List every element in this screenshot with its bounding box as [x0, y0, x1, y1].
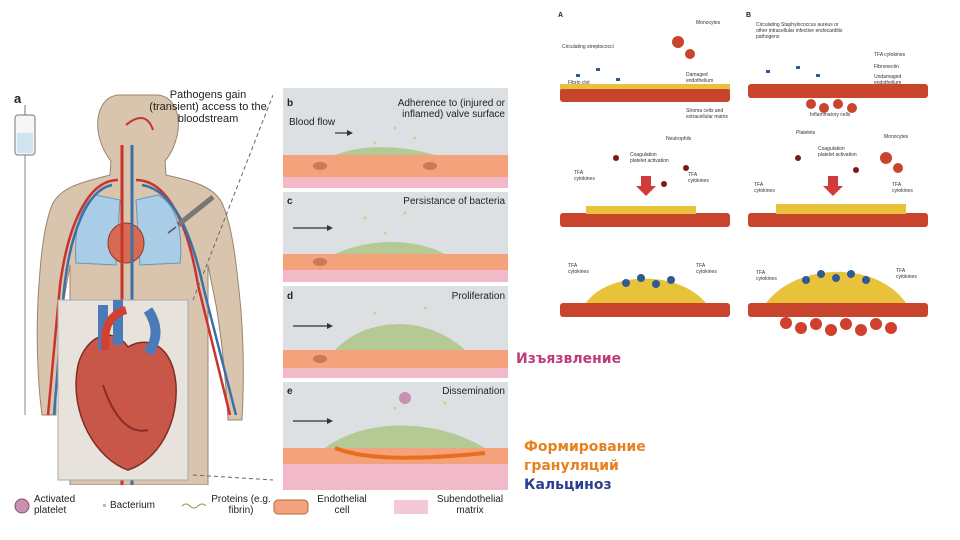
legend: Activated platelet Bacterium Proteins (e…: [12, 492, 512, 526]
legend-proteins: Proteins (e.g. fibrin): [211, 494, 271, 516]
panels-background: [283, 88, 508, 490]
panel-letter-c: c: [287, 196, 293, 207]
legend-endothelial: Endothelial cell: [317, 494, 367, 516]
panel-letter-a: a: [14, 91, 22, 106]
label-a-damaged-endothelium: Damaged endothelium: [686, 72, 714, 84]
right-figure: A B Monocytes Circulating streptococci F…: [556, 8, 936, 338]
panel-c-title: Persistance of bacteria: [403, 196, 505, 207]
label-a-tfa-1: TFA cytokines: [574, 170, 595, 182]
label-a-streptococci: Circulating streptococci: [562, 44, 614, 50]
panel-letter-A: A: [558, 12, 564, 19]
label-a-stroma: Stroma cells and extracellular matrix: [686, 108, 728, 120]
endothelium-b: [283, 155, 508, 188]
legend-bacterium: Bacterium: [110, 500, 156, 511]
label-b-platelets: Platelets: [796, 130, 816, 136]
label-b-coagulation: Coagulation platelet activation: [818, 146, 857, 158]
label-b-staph: Circulating Staphylococcus aureus or oth…: [756, 22, 843, 40]
label-b-tfa-4: TFA cytokines: [896, 268, 917, 280]
label-b-fibronectin: Fibronectin: [874, 64, 899, 70]
legend-platelet: Activated platelet: [34, 494, 76, 516]
label-b-tfa-2: TFA cytokines: [892, 182, 913, 194]
granulation-annotation: Формирование грануляций: [524, 439, 646, 474]
panel-d-title: Proliferation: [451, 291, 505, 302]
label-b-undamaged: Undamaged endothelium: [874, 74, 902, 86]
calcinosis-annotation: Кальциноз: [524, 477, 612, 493]
panel-letter-B: B: [746, 12, 752, 19]
label-a-fibrin-clot: Fibrin clot: [568, 80, 590, 86]
body-panel: a Pathogens gain (transient) access to t…: [8, 85, 274, 486]
panel-b-title: Adherence to (injured or inflamed) valve…: [397, 98, 505, 120]
panel-letter-b: b: [287, 98, 294, 109]
panel-letter-d: d: [287, 291, 294, 302]
label-b-tfa-top: TFA cytokines: [874, 52, 906, 58]
label-b-inflammatory: Inflammatory cells: [810, 112, 851, 118]
label-b-monocytes: Monocytes: [884, 134, 909, 140]
label-a-monocytes: Monocytes: [696, 20, 721, 26]
legend-swatches: [14, 498, 428, 515]
right-figure-illustration: [560, 36, 928, 336]
label-a-tfa-4: TFA cytokines: [696, 263, 717, 275]
panel-e-title: Dissemination: [442, 386, 505, 397]
label-a-coagulation: Coagulation platelet activation: [630, 152, 669, 164]
blood-flow-label: Blood flow: [289, 117, 336, 128]
panel-a-title: Pathogens gain (transient) access to the…: [149, 89, 267, 125]
label-a-tfa-2: TFA cytokines: [688, 172, 709, 184]
ulceration-annotation: Изъязвление: [516, 351, 622, 367]
label-a-neutrophils: Neutrophils: [666, 136, 692, 142]
label-b-tfa-3: TFA cytokines: [756, 270, 777, 282]
label-b-tfa-1: TFA cytokines: [754, 182, 775, 194]
body-illustration: [14, 94, 274, 486]
panel-letter-e: e: [287, 386, 293, 397]
label-a-tfa-3: TFA cytokines: [568, 263, 589, 275]
panel-stack: b Adherence to (injured or inflamed) val…: [275, 88, 510, 493]
legend-subendothelial: Subendothelial matrix: [436, 494, 504, 516]
